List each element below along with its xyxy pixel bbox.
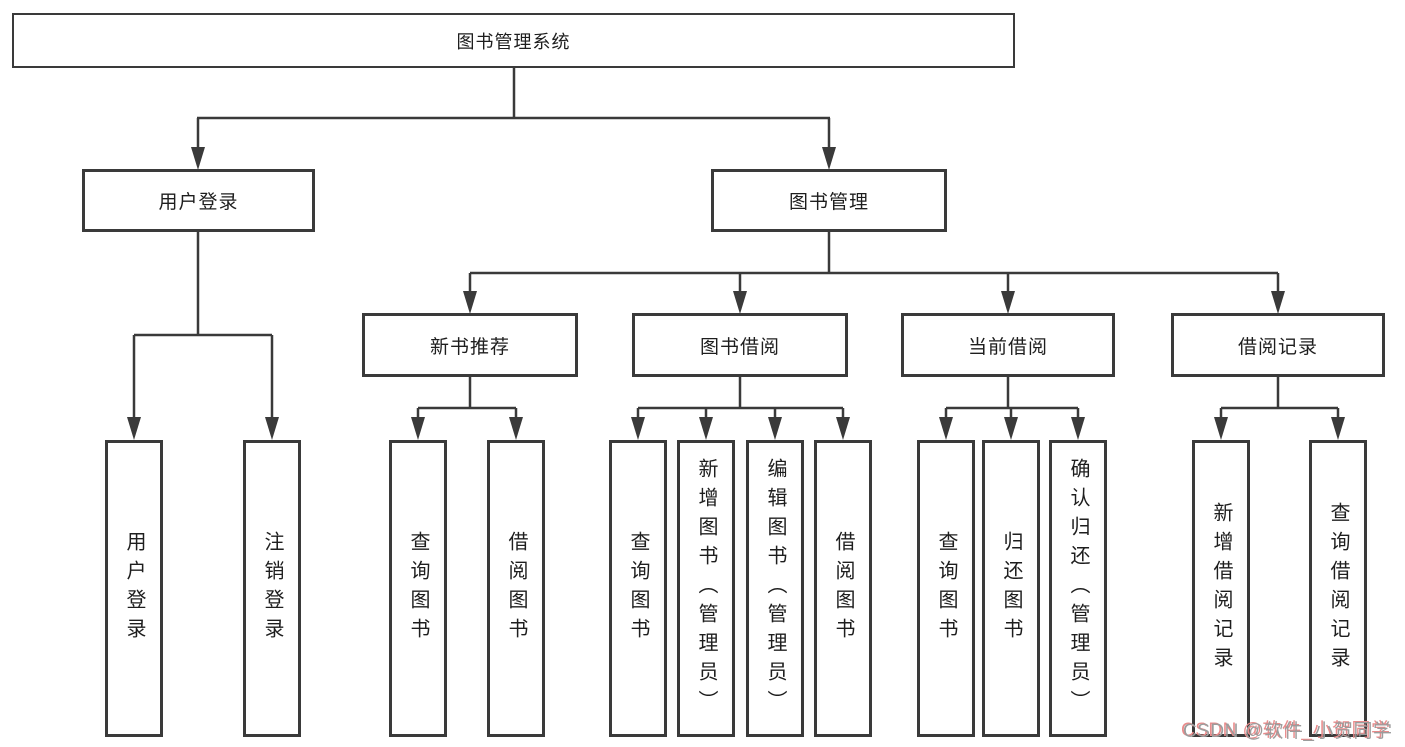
node-current-borrow: 当前借阅 <box>901 313 1115 377</box>
leaf-confirm-return-admin: 确认归还（管理员） <box>1049 440 1107 737</box>
node-new-book-recommend: 新书推荐 <box>362 313 578 377</box>
leaf-query-books-recommend-label: 查询图书 <box>407 530 429 647</box>
arrow-down-icon <box>699 417 713 440</box>
leaf-add-borrow-record-label: 新增借阅记录 <box>1210 501 1232 676</box>
leaf-edit-book-admin-label: 编辑图书（管理员） <box>764 458 786 719</box>
connector-new-book-recommend-to-leaves <box>411 377 523 440</box>
leaf-borrow-books-recommend-label: 借阅图书 <box>505 530 527 647</box>
leaf-edit-book-admin: 编辑图书（管理员） <box>746 440 804 737</box>
node-borrow-records: 借阅记录 <box>1171 313 1385 377</box>
arrow-down-icon <box>733 291 747 314</box>
connector-current-borrow-to-leaves <box>939 377 1085 440</box>
connector-book-management-to-level3 <box>463 232 1285 314</box>
leaf-borrow-books-recommend: 借阅图书 <box>487 440 545 737</box>
leaf-confirm-return-admin-label: 确认归还（管理员） <box>1067 458 1089 719</box>
node-book-borrow-label: 图书借阅 <box>699 336 780 358</box>
leaf-borrow-books-label: 借阅图书 <box>832 530 854 647</box>
leaf-logout: 注销登录 <box>243 440 301 737</box>
leaf-query-borrow-record: 查询借阅记录 <box>1309 440 1367 737</box>
node-book-management-label: 图书管理 <box>788 192 869 213</box>
arrow-down-icon <box>1071 417 1085 440</box>
arrow-down-icon <box>1331 417 1345 440</box>
node-book-management: 图书管理 <box>711 169 947 232</box>
arrow-down-icon <box>631 417 645 440</box>
arrow-down-icon <box>265 417 279 440</box>
leaf-query-books-borrow-label: 查询图书 <box>627 530 649 647</box>
leaf-return-book-label: 归还图书 <box>1000 530 1022 647</box>
leaf-add-book-admin-label: 新增图书（管理员） <box>695 458 717 719</box>
connector-root-to-level2 <box>191 68 836 170</box>
leaf-logout-label: 注销登录 <box>261 530 283 647</box>
leaf-user-login: 用户登录 <box>105 440 163 737</box>
node-root: 图书管理系统 <box>12 13 1015 68</box>
arrow-down-icon <box>836 417 850 440</box>
connector-book-borrow-to-leaves <box>631 377 850 440</box>
arrow-down-icon <box>1004 417 1018 440</box>
arrow-down-icon <box>1214 417 1228 440</box>
arrow-down-icon <box>1001 291 1015 314</box>
node-user-login-label: 用户登录 <box>158 192 239 213</box>
arrow-down-icon <box>191 147 205 170</box>
leaf-user-login-label: 用户登录 <box>123 530 145 647</box>
leaf-add-borrow-record: 新增借阅记录 <box>1192 440 1250 737</box>
connector-user-login-to-leaves <box>127 232 279 440</box>
leaf-borrow-books: 借阅图书 <box>814 440 872 737</box>
leaf-return-book: 归还图书 <box>982 440 1040 737</box>
node-borrow-records-label: 借阅记录 <box>1237 336 1318 358</box>
node-user-login: 用户登录 <box>82 169 315 232</box>
arrow-down-icon <box>127 417 141 440</box>
leaf-query-borrow-record-label: 查询借阅记录 <box>1327 501 1349 676</box>
leaf-add-book-admin: 新增图书（管理员） <box>677 440 735 737</box>
node-root-label: 图书管理系统 <box>456 31 571 52</box>
arrow-down-icon <box>768 417 782 440</box>
node-current-borrow-label: 当前借阅 <box>967 336 1048 358</box>
leaf-query-books-current: 查询图书 <box>917 440 975 737</box>
arrow-down-icon <box>1271 291 1285 314</box>
leaf-query-books-borrow: 查询图书 <box>609 440 667 737</box>
leaf-query-books-current-label: 查询图书 <box>935 530 957 647</box>
node-book-borrow: 图书借阅 <box>632 313 848 377</box>
arrow-down-icon <box>822 147 836 170</box>
connector-borrow-records-to-leaves <box>1214 377 1345 440</box>
arrow-down-icon <box>411 417 425 440</box>
arrow-down-icon <box>509 417 523 440</box>
arrow-down-icon <box>939 417 953 440</box>
arrow-down-icon <box>463 291 477 314</box>
node-new-book-recommend-label: 新书推荐 <box>429 336 510 358</box>
watermark: CSDN @软件_小贺同学 <box>1183 721 1393 742</box>
leaf-query-books-recommend: 查询图书 <box>389 440 447 737</box>
